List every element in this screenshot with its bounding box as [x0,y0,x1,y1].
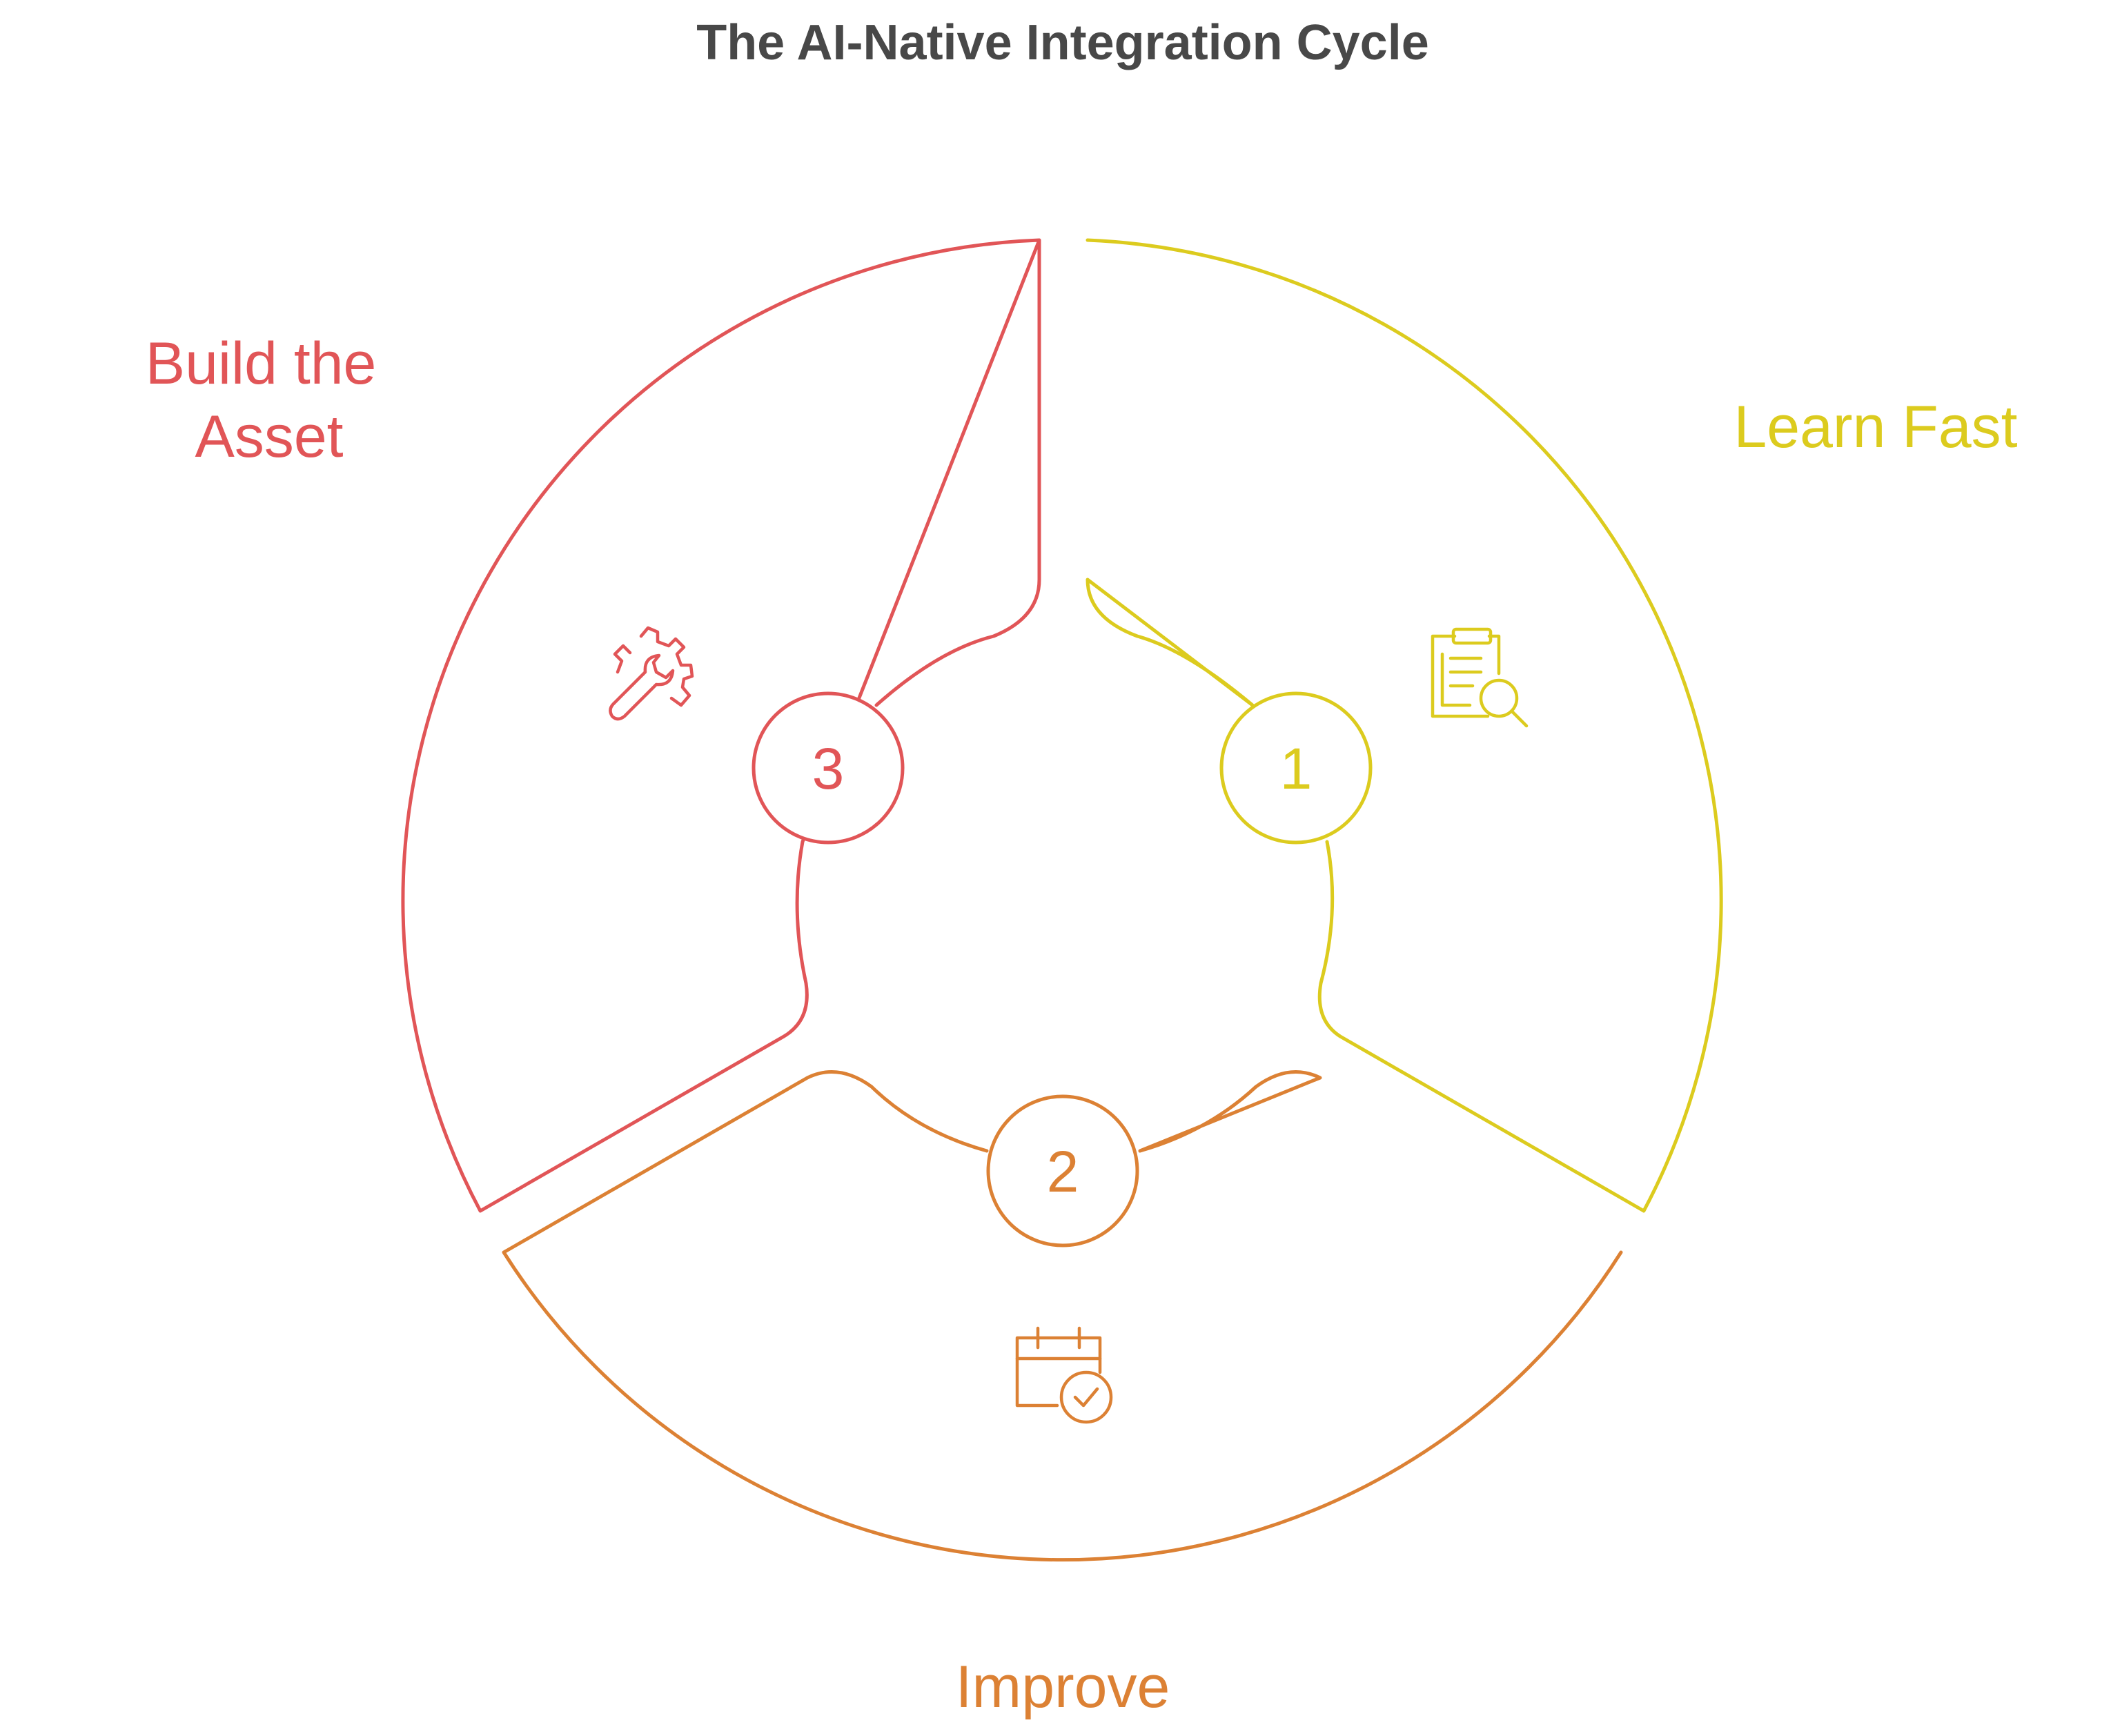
clipboard-search-icon [1431,627,1529,728]
stage-badge-3: 3 [752,691,905,845]
segment-build-the-asset [401,238,1041,1213]
stage-number-1: 1 [1280,736,1313,801]
segment-learn-fast [1086,238,1723,1213]
segment-improve [502,1070,1623,1562]
stage-label-build-the-asset: Build the Asset [146,331,393,470]
wrench-gear-icon [609,626,694,721]
stage-label-learn-fast-line-1: Learn Fast [1733,394,2017,460]
stage-number-2: 2 [1047,1139,1079,1204]
diagram-title: The AI-Native Integration Cycle [696,15,1429,70]
stage-number-3: 3 [812,736,845,801]
stage-badge-1: 1 [1219,691,1373,845]
stage-label-build-line-1: Build the [146,331,377,397]
stage-label-improve: Improve [956,1654,1170,1720]
stage-label-build-line-2: Asset [195,404,343,470]
stage-label-improve-line-1: Improve [956,1654,1170,1720]
stage-label-learn-fast: Learn Fast [1733,394,2017,460]
stage-badge-2: 2 [986,1094,1139,1247]
calendar-check-icon [1015,1326,1113,1424]
